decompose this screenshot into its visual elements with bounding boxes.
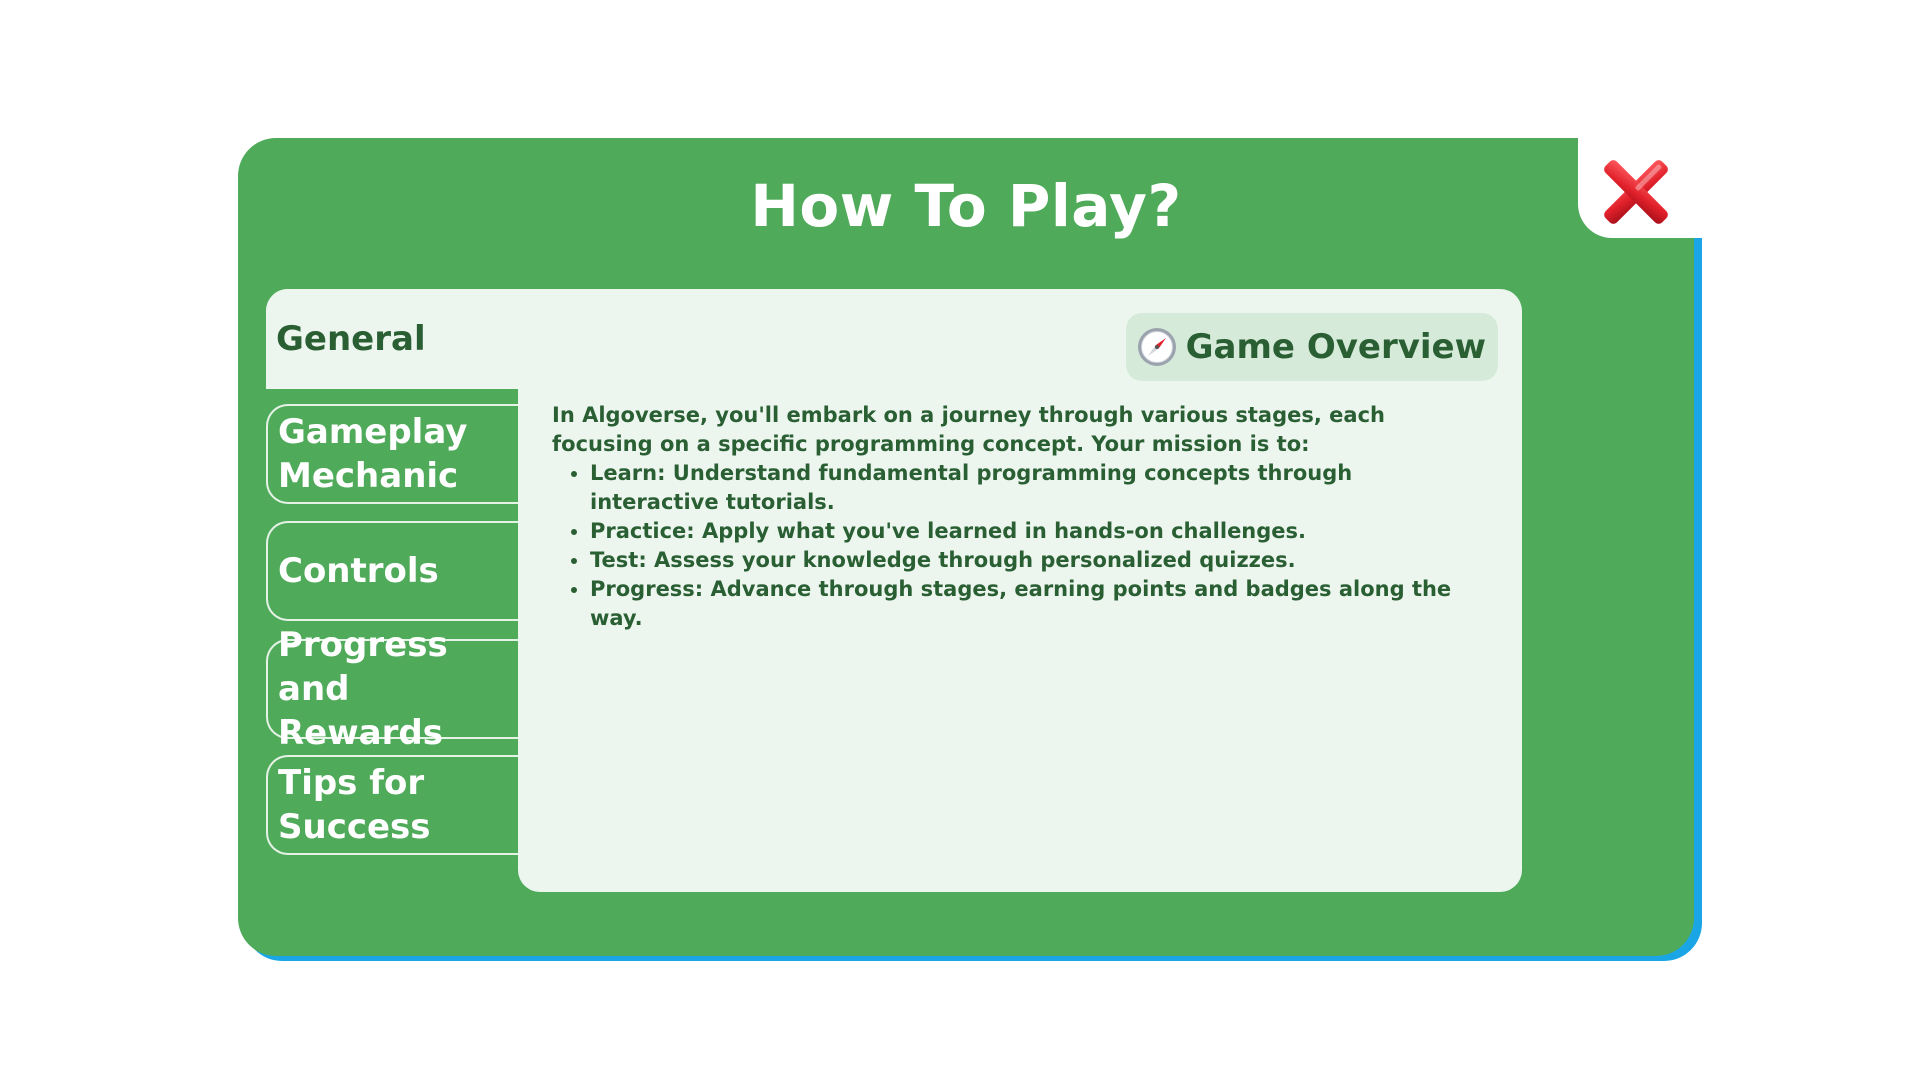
dialog-title: How To Play?: [750, 172, 1182, 240]
list-item: Learn: Understand fundamental programmin…: [590, 459, 1482, 517]
tab-label: Controls: [278, 551, 439, 591]
cross-mark-icon: [1604, 160, 1668, 224]
list-item: Practice: Apply what you've learned in h…: [590, 517, 1482, 546]
tab-label: Gameplay Mechanic: [278, 412, 468, 496]
close-button[interactable]: [1592, 148, 1680, 236]
section-header: Game Overview: [1125, 313, 1498, 381]
overview-text: In Algoverse, you'll embark on a journey…: [552, 401, 1482, 633]
tab-content-panel: Game Overview In Algoverse, you'll embar…: [518, 289, 1522, 892]
tab-tips-for-success[interactable]: Tips for Success: [266, 755, 518, 855]
tab-progress-and-rewards[interactable]: Progress and Rewards: [266, 625, 518, 753]
tab-controls[interactable]: Controls: [266, 521, 518, 621]
tab-label: Tips for Success: [278, 763, 431, 847]
compass-icon: [1137, 328, 1176, 366]
section-title: Game Overview: [1185, 327, 1486, 367]
tab-label: General: [276, 319, 426, 359]
list-item: Progress: Advance through stages, earnin…: [590, 575, 1482, 633]
tab-general[interactable]: General: [266, 289, 520, 389]
overview-list: Learn: Understand fundamental programmin…: [552, 459, 1482, 633]
tab-gameplay-mechanic[interactable]: Gameplay Mechanic: [266, 404, 518, 504]
overview-intro: In Algoverse, you'll embark on a journey…: [552, 403, 1385, 456]
tab-label: Progress and Rewards: [278, 625, 448, 753]
list-item: Test: Assess your knowledge through pers…: [590, 546, 1482, 575]
